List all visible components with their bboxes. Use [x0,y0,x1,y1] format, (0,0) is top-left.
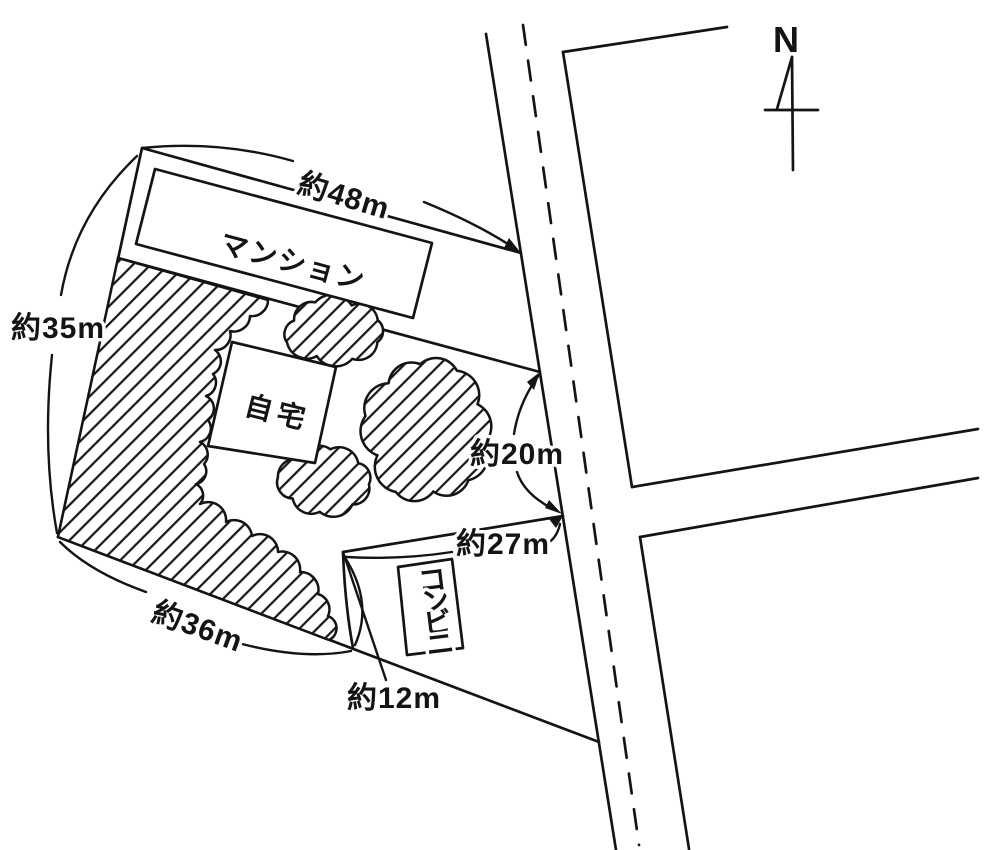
store-parcel-top-boundary [341,514,565,554]
north-arrow-shaft [790,55,795,172]
dim-12m-leader-line [341,550,388,682]
dim-27m-label: 約27m [456,528,550,561]
north-arrow: N [763,16,820,172]
dim-20m-arrowhead-bottom [545,500,562,514]
dim-27m-hook-right [539,522,562,548]
road-left-edge [484,32,618,850]
tree-clouds [275,293,493,519]
roads [484,23,980,850]
hatched-tree-area [56,256,338,642]
dim-36m-arc-right [240,642,353,656]
dimension-lines [46,144,563,682]
north-label: N [773,19,799,60]
dim-35m-arc-upper [59,154,139,297]
plot-top-edge [140,146,523,255]
dim-20m-label: 約20m [470,438,564,471]
northeast-block-edge [561,25,729,54]
dim-27m-line-left [344,550,454,560]
dim-12m-arc [342,554,364,647]
buildings [134,167,465,657]
home-building [206,340,338,465]
tree-cloud-large-right [359,356,493,503]
dim-48m-arc-right [422,200,516,250]
mansion-building [134,167,434,320]
dim-27m-arrowhead [549,516,563,528]
cross-road-lower-edge [638,476,980,539]
north-arrow-diagonal [775,55,794,111]
road-right-edge-lower [638,535,691,850]
road-right-edge-upper [561,50,634,489]
dim-35m-label: 約35m [11,312,105,345]
dim-48m-arrowhead [504,238,521,253]
cross-road-upper-edge [630,427,980,489]
convenience-store-building [396,557,465,657]
road-centerline-dashed [521,23,641,847]
dim-36m-arc-left [58,540,148,594]
dim-12m-label: 約12m [347,682,441,715]
dim-20m-arrowhead-top [527,372,540,390]
store-parcel-left-boundary [341,550,355,650]
dim-35m-arc-lower [46,353,59,535]
dim-48m-arc-left [140,144,295,163]
